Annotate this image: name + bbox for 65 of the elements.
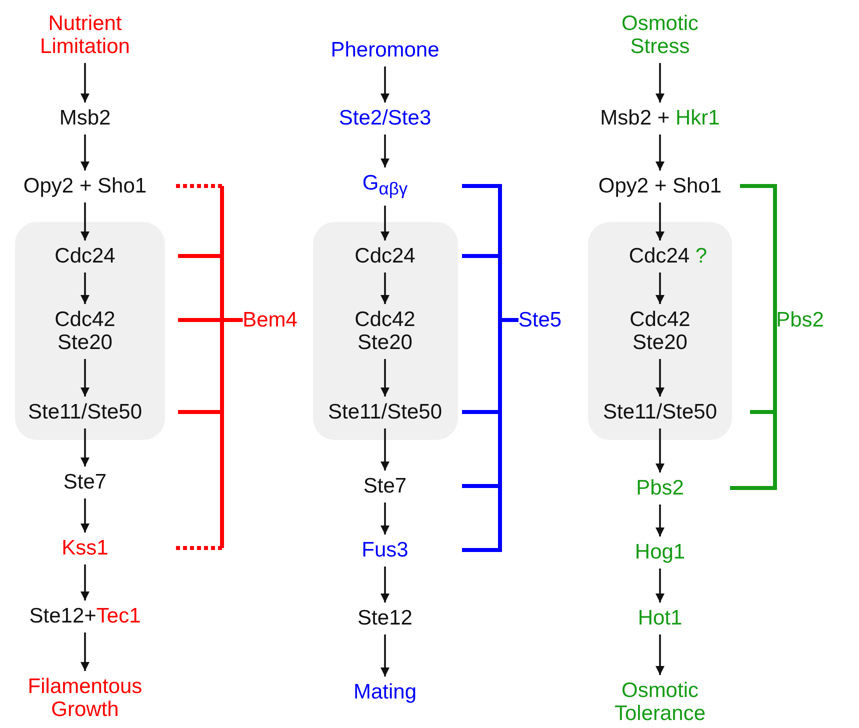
scaffold-label: Pbs2 [776,308,824,332]
arrow [80,564,90,600]
arrow [80,428,90,466]
scaffold-label: Bem4 [242,308,298,332]
arrow [380,428,390,470]
protein-label: Fus3 [362,538,408,562]
arrow [656,634,664,675]
protein-label: Cdc24 [54,244,116,268]
protein-label: Ste11/Ste50 [328,400,442,424]
protein-label: Cdc42 Ste20 [345,308,425,354]
protein-label: Cdc42 Ste20 [45,308,125,354]
response-label: Filamentous Growth [0,675,175,721]
protein-label: Pbs2 [636,476,684,500]
protein-label: Cdc24 ? [628,244,708,268]
stimulus-label: Osmotic Stress [600,12,720,58]
response-label: Osmotic Tolerance [600,679,720,725]
protein-label: G$_{αβγ}$ [362,171,408,201]
protein-label: Opy2 + Sho1 [598,174,722,198]
complex-box [312,222,458,440]
arrow [80,134,90,170]
arrow [380,502,390,534]
arrow [656,272,664,304]
protein-label: Cdc42 Ste20 [620,308,700,354]
arrow [380,206,390,240]
scaffold-label: Ste5 [518,308,562,332]
arrow [380,566,390,602]
protein-label: Ste12 [358,606,412,630]
arrow [656,359,664,396]
response-label: Mating [353,680,417,704]
scaffold-bracket [176,318,243,550]
arrow [656,134,664,170]
arrow [656,202,664,240]
stimulus-label: Nutrient Limitation [10,12,160,58]
protein-label: Ste11/Ste50 [28,400,142,424]
protein-label: Msb2 + Hkr1 [600,106,720,130]
arrow [656,428,664,472]
protein-label: Ste2/Ste3 [338,106,432,130]
protein-label: Opy2 + Sho1 [23,174,147,198]
arrow [80,63,90,102]
arrow [80,498,90,532]
arrow [380,66,390,102]
arrow [380,272,390,304]
protein-label: Hog1 [634,540,686,564]
arrow [380,359,390,396]
arrow [380,134,390,168]
arrow [656,568,664,602]
protein-label: Hot1 [638,606,682,630]
scaffold-bracket [740,184,778,322]
protein-label: Ste11/Ste50 [602,400,718,424]
stimulus-label: Pheromone [330,38,440,62]
arrow [80,359,90,396]
arrow [80,632,90,671]
protein-label: Ste12+Tec1 [29,604,141,628]
complex-box [588,222,732,440]
arrow [656,63,664,102]
arrow [656,504,664,536]
complex-box [15,222,165,440]
protein-label: Ste7 [63,470,107,494]
protein-label: Cdc24 [354,244,416,268]
arrow [380,634,390,676]
arrow [80,272,90,304]
arrow [80,202,90,240]
protein-label: Ste7 [363,474,407,498]
protein-label: Kss1 [62,536,108,560]
protein-label: Msb2 [59,106,111,130]
